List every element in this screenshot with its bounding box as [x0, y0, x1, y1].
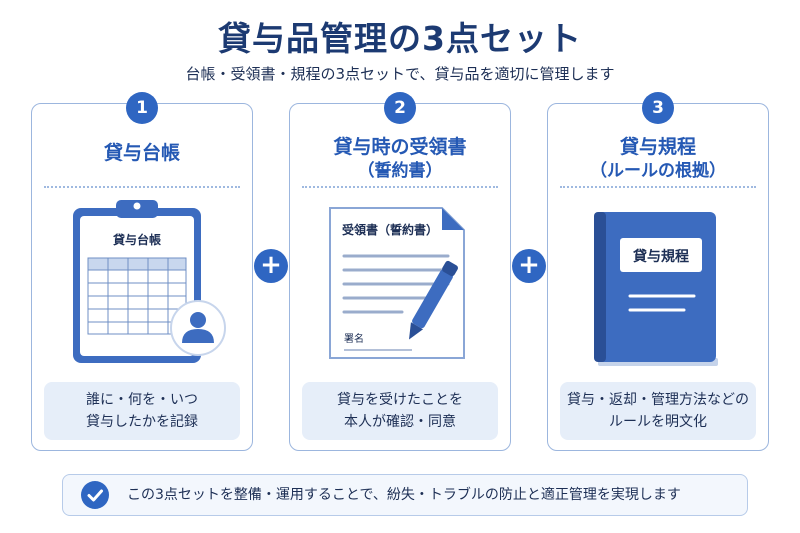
step-number-badge: 2 — [384, 92, 416, 124]
dotted-divider — [44, 186, 240, 188]
step-number-badge: 3 — [642, 92, 674, 124]
footer-text: この3点セットを整備・運用することで、紛失・トラブルの防止と適正管理を実現します — [127, 487, 681, 503]
footer-banner: この3点セットを整備・運用することで、紛失・トラブルの防止と適正管理を実現します — [62, 474, 748, 516]
step-number-badge: 1 — [126, 92, 158, 124]
signature-label: 署名 — [344, 332, 364, 345]
page-title: 貸与品管理の3点セット — [218, 19, 582, 58]
plus-icon: + — [512, 249, 546, 283]
card-title: 貸与時の受領書 — [333, 136, 467, 158]
dotted-divider — [302, 186, 498, 188]
card-ledger: 1 貸与台帳 貸与台帳 誰に・何を・いつ 貸与したかを記録 — [31, 92, 253, 451]
clipboard-icon: 貸与台帳 — [73, 200, 226, 363]
card-title-sub: （誓約書） — [357, 161, 443, 181]
card-title: 貸与規程 — [619, 136, 696, 158]
card-receipt: 2 貸与時の受領書 （誓約書） 受領書（誓約書） 署名 貸与を受けたことを 本人… — [289, 92, 511, 451]
page-subtitle: 台帳・受領書・規程の3点セットで、貸与品を適切に管理します — [185, 65, 615, 83]
pen-icon — [409, 260, 458, 340]
card-regulation: 3 貸与規程 （ルールの根拠） 貸与規程 貸与・返却・管理方法などの ルールを明… — [547, 92, 769, 451]
document-pen-icon: 受領書（誓約書） 署名 — [329, 207, 465, 359]
card-description: 誰に・何を・いつ 貸与したかを記録 — [44, 382, 240, 440]
dotted-divider — [560, 186, 756, 188]
book-label: 貸与規程 — [632, 248, 689, 265]
card-title-sub: （ルールの根拠） — [590, 161, 726, 181]
card-description: 貸与・返却・管理方法などの ルールを明文化 — [560, 382, 756, 440]
plus-icon: + — [254, 249, 288, 283]
check-circle-icon — [81, 481, 109, 509]
book-icon: 貸与規程 — [594, 212, 718, 366]
clipboard-label: 貸与台帳 — [113, 232, 161, 247]
card-description: 貸与を受けたことを 本人が確認・同意 — [302, 382, 498, 440]
card-title: 貸与台帳 — [103, 142, 180, 164]
document-heading: 受領書（誓約書） — [342, 222, 438, 237]
